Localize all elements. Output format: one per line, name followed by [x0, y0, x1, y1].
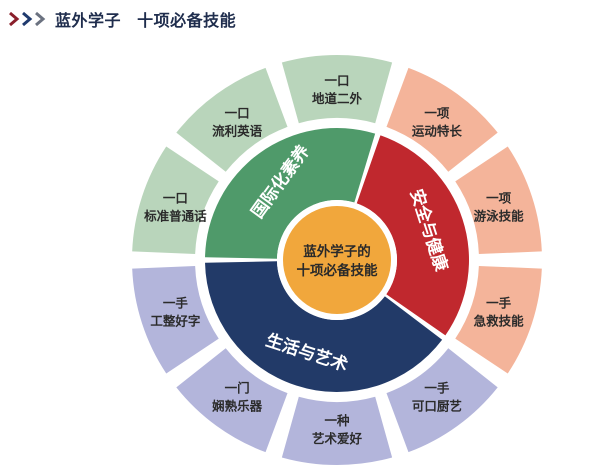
page-title: 蓝外学子 十项必备技能: [55, 7, 236, 31]
skill-wedge: [132, 265, 219, 374]
skill-line1: 一手: [486, 296, 512, 311]
ring-life: [205, 261, 443, 393]
skill-line1: 一口: [163, 190, 188, 205]
center-line2: 十项必备技能: [297, 262, 378, 279]
skill-line2: 急救技能: [474, 314, 525, 329]
skill-wedge: [176, 348, 288, 453]
skill-line1: 一项: [486, 190, 512, 205]
skill-wedge: [386, 348, 498, 453]
skill-wedge: [176, 67, 288, 172]
center-line1: 蓝外学子的: [303, 243, 371, 260]
center-circle: [283, 206, 391, 314]
skill-line2: 流利英语: [212, 123, 263, 138]
chevron-right-icon: [35, 11, 46, 27]
chevron-icons: [8, 11, 47, 27]
page-header: 蓝外学子 十项必备技能: [8, 4, 236, 34]
skill-line2: 工整好字: [150, 314, 200, 329]
skill-wedge: [281, 55, 393, 124]
skill-line1: 一种: [324, 413, 349, 428]
title-main: 蓝外学子: [55, 11, 122, 30]
skill-line2: 游泳技能: [474, 208, 525, 223]
skill-line2: 娴熟乐器: [212, 399, 263, 414]
skill-wedge: [132, 146, 219, 255]
chevron-right-icon: [9, 11, 20, 27]
skill-line1: 一口: [324, 73, 349, 88]
skill-line2: 标准普通话: [143, 208, 207, 223]
title-sub: 十项必备技能: [137, 11, 237, 30]
skill-line1: 一手: [424, 381, 450, 396]
skill-line2: 艺术爱好: [312, 431, 363, 446]
skill-wedge: [386, 67, 498, 172]
ring-safety: [356, 135, 470, 336]
skill-wedge: [455, 146, 542, 255]
skill-line2: 地道二外: [312, 91, 363, 106]
skill-wedge: [455, 265, 542, 374]
skill-line1: 一项: [424, 105, 450, 120]
skill-line2: 运动特长: [412, 123, 463, 138]
chevron-right-icon: [22, 11, 33, 27]
skill-line1: 一手: [163, 296, 189, 311]
skill-line1: 一门: [225, 381, 250, 396]
skill-wedge: [281, 396, 393, 465]
ring-international: [205, 127, 376, 259]
skill-line1: 一口: [225, 105, 250, 120]
skill-line2: 可口厨艺: [412, 399, 462, 414]
